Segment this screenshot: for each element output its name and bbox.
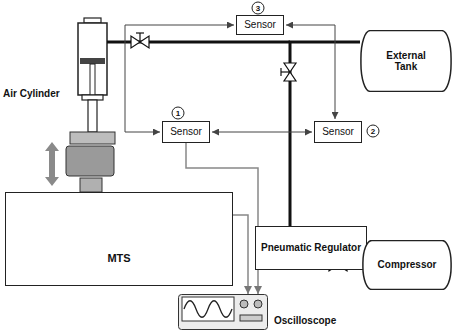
sensing-line <box>125 132 160 133</box>
oscilloscope: Oscilloscope <box>178 294 348 330</box>
cylinder-flange <box>82 95 103 100</box>
valve-symbol <box>131 33 149 48</box>
compressor: Compressor <box>362 240 452 290</box>
air-cylinder <box>78 23 107 95</box>
sensor-box: Sensor <box>236 15 284 35</box>
external-tank: External Tank <box>360 30 452 92</box>
sensing-line <box>290 132 312 133</box>
sensing-line <box>212 132 290 133</box>
sensing-line <box>286 25 335 26</box>
part-label: Air Cylinder <box>3 88 60 99</box>
piston-rod <box>90 64 95 95</box>
signal-line <box>233 215 248 294</box>
oscilloscope-device <box>178 294 268 330</box>
node-text: Pneumatic Regulator <box>261 242 361 254</box>
callout-circle <box>172 107 184 119</box>
sensor-box: Sensor <box>162 121 210 143</box>
node-text: Sensor <box>322 126 354 138</box>
valve-symbol <box>281 63 296 81</box>
mts-machine: MTS <box>5 192 233 286</box>
callout-circle <box>367 125 379 137</box>
sensing-line <box>335 25 336 119</box>
node-text: Compressor <box>378 259 437 271</box>
node-text: Oscilloscope <box>274 315 336 327</box>
callout-number: 2 <box>371 127 375 136</box>
pipe <box>290 42 360 226</box>
grip-base <box>80 178 102 192</box>
node-text: MTS <box>107 252 130 265</box>
sensor-box: Sensor <box>314 121 362 143</box>
callout-number: 3 <box>256 4 260 13</box>
load-cell <box>66 146 114 176</box>
node-text: Sensor <box>244 19 276 31</box>
sensing-line <box>125 25 234 132</box>
motion-arrow <box>45 142 59 186</box>
callout-circle <box>252 2 264 14</box>
node-text: External Tank <box>374 50 438 73</box>
node-text: Sensor <box>170 126 202 138</box>
piston-rod <box>88 100 97 132</box>
grip-plate <box>70 132 115 144</box>
regulator-box: Pneumatic Regulator <box>255 226 367 270</box>
cylinder-piston <box>80 58 105 64</box>
callout-number: 1 <box>176 109 180 118</box>
